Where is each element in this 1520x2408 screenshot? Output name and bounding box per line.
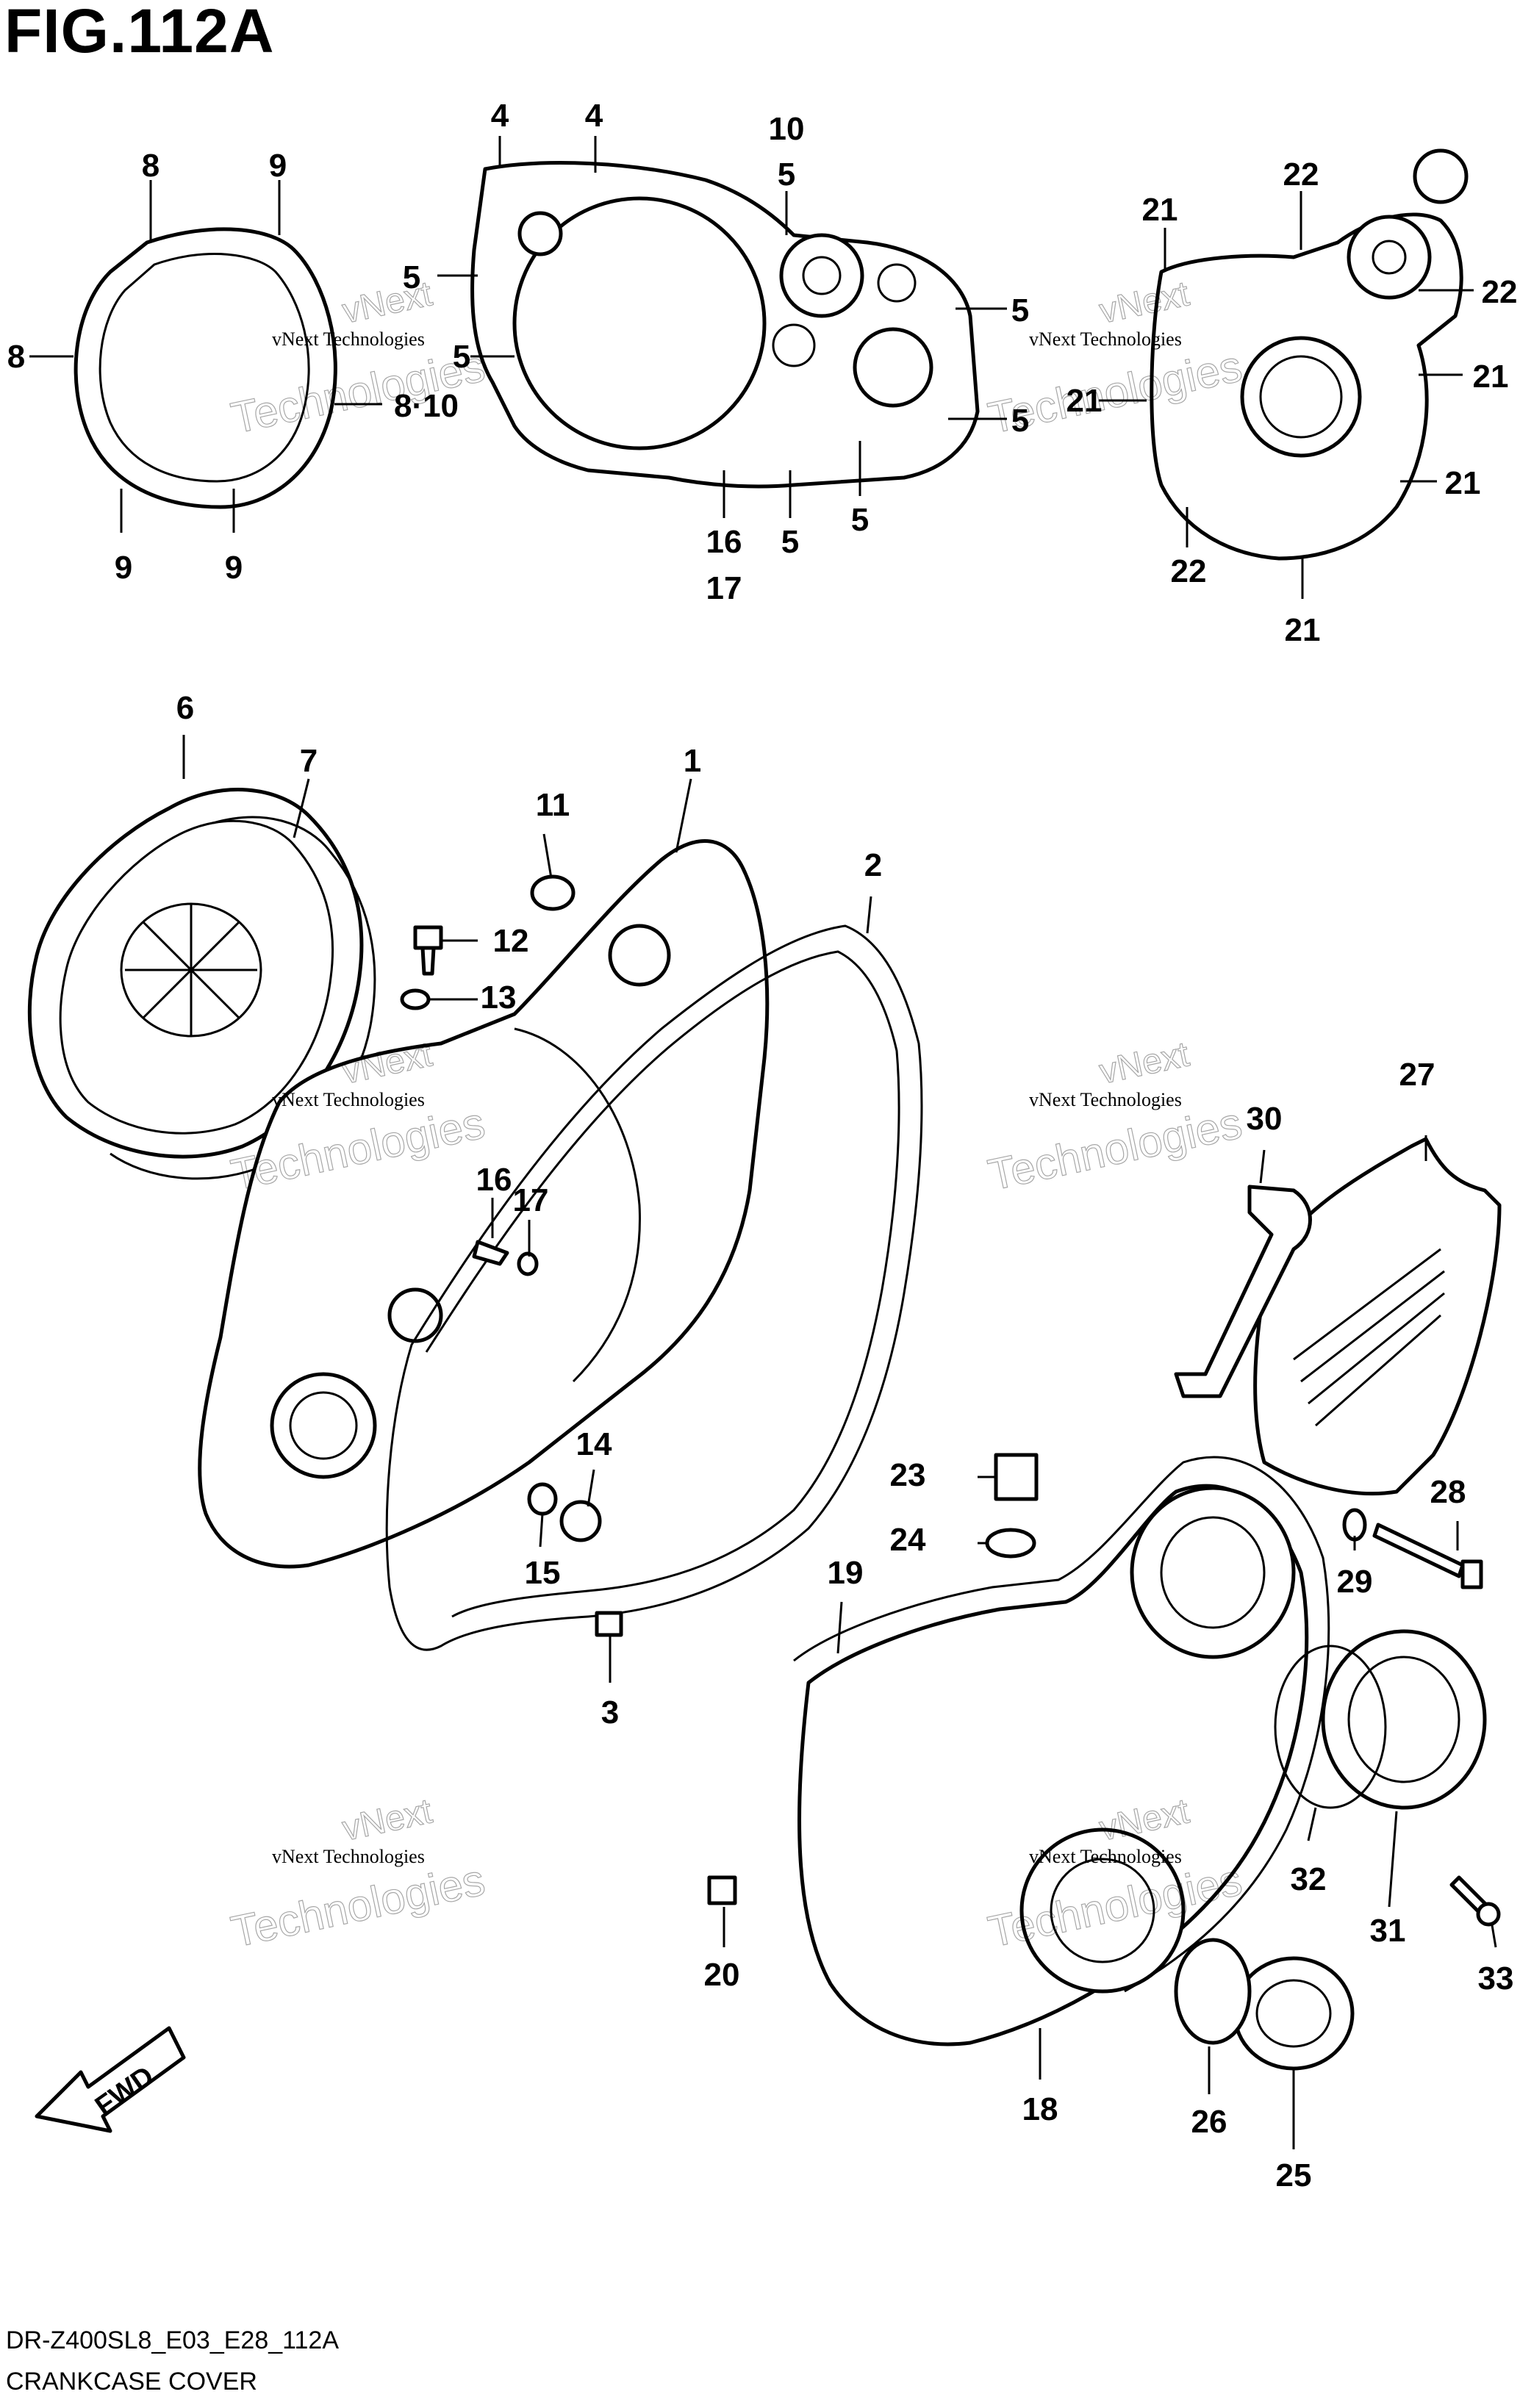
callout-15: 15 [525, 1555, 561, 1591]
callout-9: 9 [269, 148, 287, 184]
callout-25: 25 [1276, 2157, 1312, 2193]
watermark-company: vNext Technologies [1029, 1089, 1182, 1110]
callout-5: 5 [403, 259, 420, 295]
watermark-company: vNext Technologies [272, 1089, 425, 1110]
callout-8: 8 [7, 339, 25, 375]
callout-5: 5 [851, 502, 869, 538]
callout-3: 3 [601, 1694, 619, 1730]
callout-13: 13 [481, 980, 517, 1016]
callout-6: 6 [176, 690, 194, 726]
callout-9: 9 [115, 550, 132, 586]
generator-cover-part [797, 1484, 1309, 2046]
watermark-brand: vNext [1096, 1035, 1192, 1091]
callout-labels: 8 9 8 8·10 9 9 4 4 10 5 5 5 5 5 5 5 16 1… [7, 98, 1518, 2193]
callout-12: 12 [493, 923, 529, 959]
crankcase-cover-part [198, 839, 770, 1569]
callout-30: 30 [1247, 1101, 1283, 1137]
callout-22: 22 [1171, 553, 1207, 589]
crankcase-gasket-part [385, 924, 923, 1651]
callout-28: 28 [1430, 1474, 1466, 1510]
callout-5: 5 [1011, 292, 1029, 328]
callout-21: 21 [1066, 383, 1103, 419]
model-code: DR-Z400SL8_E03_E28_112A [6, 2326, 340, 2354]
callout-5: 5 [1011, 403, 1029, 439]
callout-7: 7 [300, 743, 318, 779]
bracket-part [1174, 1185, 1312, 1398]
callout-21: 21 [1473, 359, 1509, 395]
callout-27: 27 [1399, 1057, 1435, 1093]
callout-5: 5 [453, 339, 470, 375]
generator-cover-gasket-part [793, 1456, 1330, 1993]
crankcase-cover-outline-top [470, 161, 980, 489]
watermark-company: vNext Technologies [272, 328, 425, 350]
callout-10: 10 [769, 111, 805, 147]
callout-31: 31 [1370, 1913, 1406, 1949]
callout-21: 21 [1285, 612, 1321, 648]
clutch-cover-part [27, 788, 364, 1159]
watermark-brand: vNext [339, 274, 435, 331]
callout-8-10: 8·10 [394, 388, 459, 424]
callout-18: 18 [1022, 2091, 1058, 2127]
callout-23: 23 [890, 1457, 926, 1493]
small-parts [400, 874, 1501, 1927]
callout-11: 11 [536, 787, 570, 823]
callout-32: 32 [1291, 1861, 1327, 1897]
callout-33: 33 [1478, 1960, 1514, 1997]
callout-29: 29 [1337, 1564, 1373, 1600]
callout-8: 8 [142, 148, 159, 184]
clutch-cover-gasket-outline [74, 227, 337, 509]
sprocket-cover-part [1253, 1137, 1502, 1496]
fwd-arrow: FWD [35, 2026, 186, 2133]
callout-17: 17 [513, 1182, 549, 1218]
callout-24: 24 [890, 1522, 926, 1558]
callout-16: 16 [706, 524, 742, 560]
watermark-company: vNext Technologies [1029, 328, 1182, 350]
callout-14: 14 [576, 1426, 612, 1462]
callout-9: 9 [225, 550, 243, 586]
watermark-company: vNext Technologies [272, 1846, 425, 1867]
watermark-word: Technologies [227, 1855, 490, 1956]
watermark-company: vNext Technologies [1029, 1846, 1182, 1867]
callout-26: 26 [1191, 2104, 1227, 2140]
callout-22: 22 [1283, 157, 1319, 193]
callout-4: 4 [491, 98, 509, 134]
callout-21: 21 [1142, 192, 1178, 228]
figure-title: FIG.112A [4, 0, 275, 65]
callout-1: 1 [684, 743, 701, 779]
callout-21: 21 [1445, 465, 1481, 501]
clutch-cover-gasket-part [110, 816, 376, 1180]
callout-2: 2 [864, 847, 882, 883]
leader-lines [29, 136, 1497, 2149]
callout-4: 4 [585, 98, 603, 134]
callout-5: 5 [781, 524, 799, 560]
watermark-brand: vNext [339, 1791, 435, 1848]
callout-19: 19 [828, 1555, 864, 1591]
callout-22: 22 [1482, 274, 1518, 310]
generator-cover-outline-top [1150, 148, 1469, 561]
callout-17: 17 [706, 570, 742, 606]
watermark-word: Technologies [984, 1098, 1247, 1199]
callout-20: 20 [704, 1957, 740, 1993]
callout-16: 16 [476, 1162, 512, 1198]
figure-name: CRANKCASE COVER [6, 2368, 257, 2396]
callout-5: 5 [778, 157, 795, 193]
